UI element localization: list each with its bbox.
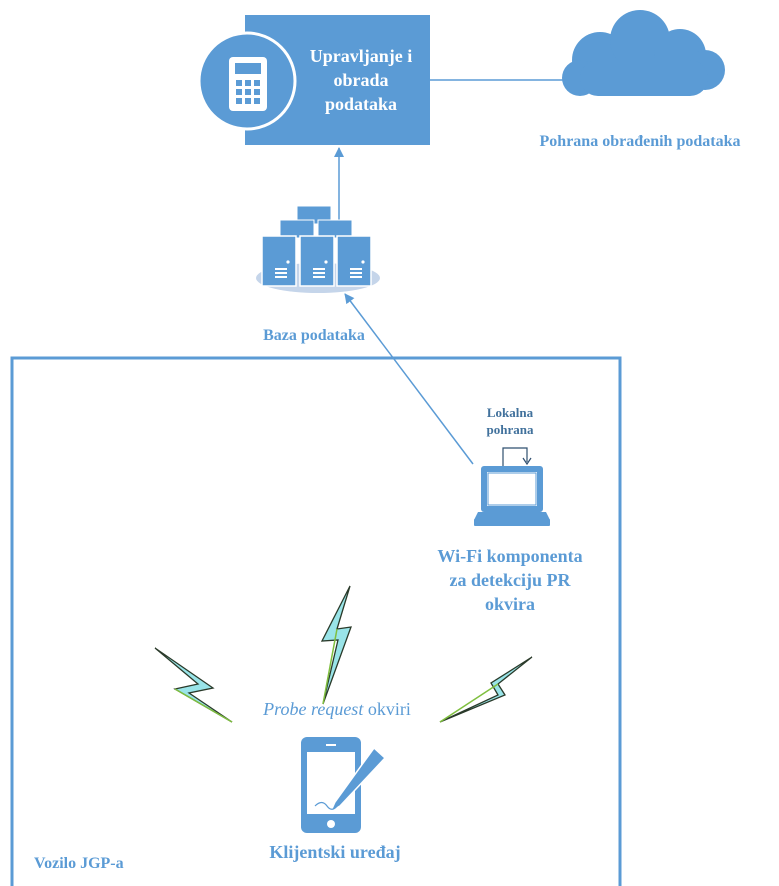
vehicle-label: Vozilo JGP-a bbox=[34, 855, 124, 872]
processing-label-line: podataka bbox=[324, 94, 398, 114]
local-storage-label: Lokalna pohrana bbox=[470, 404, 550, 438]
cloud-storage-label: Pohrana obrađenih podataka bbox=[539, 133, 741, 150]
lightning-icon bbox=[322, 628, 338, 705]
lightning-icon bbox=[174, 688, 233, 723]
processing-label-line: obrada bbox=[333, 70, 389, 90]
probe-request-label: Probe request okviri bbox=[232, 699, 442, 721]
calculator-icon bbox=[197, 31, 297, 131]
lightning-icon bbox=[154, 647, 233, 723]
cloud-icon bbox=[562, 10, 725, 96]
probe-request-rest: okviri bbox=[363, 699, 411, 719]
arrow-wifi-to-database bbox=[344, 293, 474, 465]
vehicle-boundary bbox=[10, 356, 622, 886]
database-label: Baza podataka bbox=[263, 327, 365, 344]
laptop-icon bbox=[474, 466, 550, 526]
tablet-pen-icon bbox=[301, 737, 387, 833]
local-storage-label-line: Lokalna bbox=[486, 405, 534, 420]
probe-request-italic: Probe request bbox=[263, 699, 364, 719]
wifi-component-label-line: Wi-Fi komponenta bbox=[437, 546, 583, 566]
local-storage-label-line: pohrana bbox=[486, 422, 534, 437]
processing-label-line: Upravljanje i bbox=[309, 46, 413, 66]
local-storage-loop bbox=[502, 447, 532, 466]
lightning-icon bbox=[439, 683, 499, 723]
wifi-component-label: Wi-Fi komponenta za detekciju PR okvira bbox=[410, 544, 610, 616]
server-stack-icon bbox=[256, 205, 380, 293]
wifi-component-label-line: za detekciju PR bbox=[449, 570, 571, 590]
wifi-component-label-line: okvira bbox=[484, 594, 535, 614]
processing-label: Upravljanje i obrada podataka bbox=[297, 44, 425, 116]
client-device-label: Klijentski uređaj bbox=[269, 842, 401, 862]
